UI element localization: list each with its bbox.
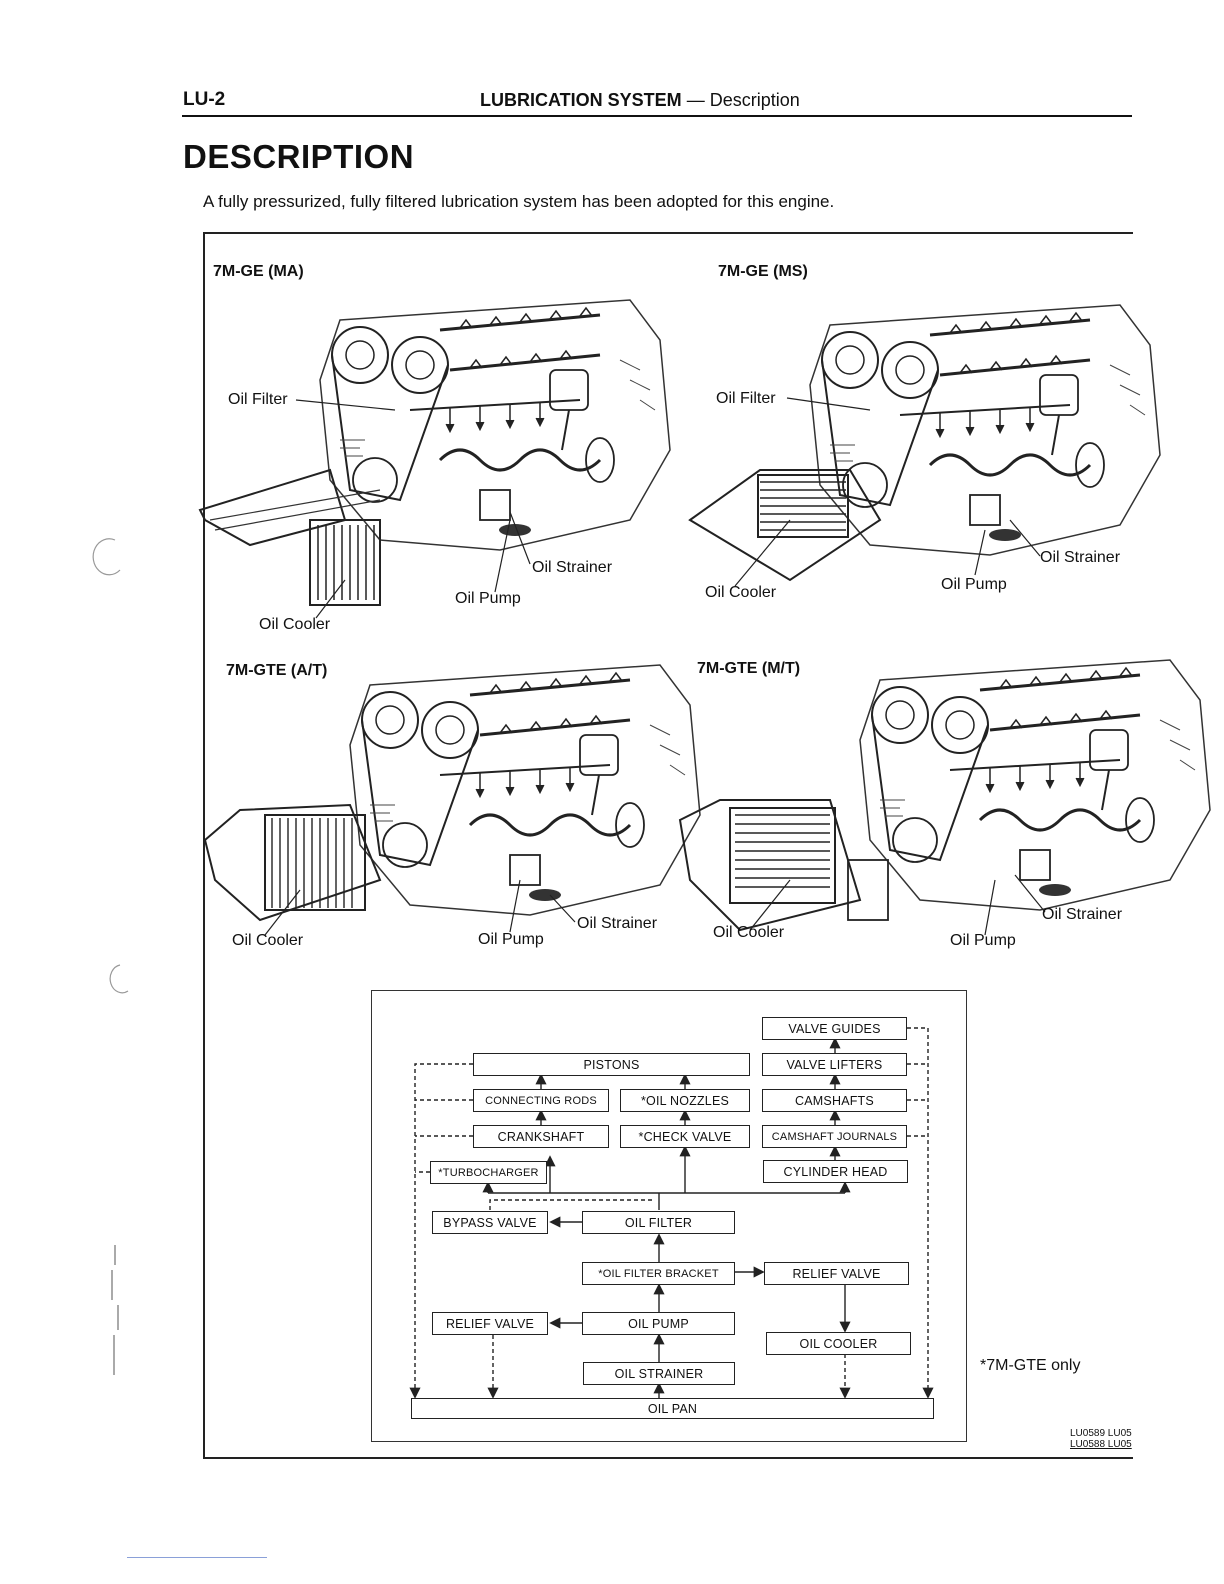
callout-oil-pump: Oil Pump [455,590,521,607]
flow-check-valve: *CHECK VALVE [620,1125,750,1148]
panel-title-7m-gte-mt: 7M-GTE (M/T) [697,660,801,677]
callout-oil-cooler: Oil Cooler [713,924,785,941]
flow-oil-cooler: OIL COOLER [766,1332,911,1355]
callout-oil-strainer: Oil Strainer [1042,906,1123,923]
panel-title-7m-ge-ma: 7M-GE (MA) [213,263,304,280]
section-name: LUBRICATION SYSTEM [480,90,682,110]
flow-bypass-valve: BYPASS VALVE [432,1211,548,1234]
page-title: DESCRIPTION [183,138,415,175]
flow-oil-pan: OIL PAN [411,1398,934,1419]
flow-oil-strainer: OIL STRAINER [583,1362,735,1385]
callout-oil-pump: Oil Pump [941,576,1007,593]
flow-oil-pump: OIL PUMP [582,1312,735,1335]
running-header: LUBRICATION SYSTEM — Description [480,90,800,111]
flow-camshaft-journals: CAMSHAFT JOURNALS [762,1125,907,1148]
callout-oil-cooler: Oil Cooler [232,932,304,949]
binding-hole-mark [109,964,129,994]
figure-codes: LU0589 LU05 LU0588 LU05 [1070,1428,1132,1450]
callout-oil-pump: Oil Pump [950,932,1016,949]
footnote: *7M-GTE only [980,1357,1081,1374]
subsection-name: Description [709,90,800,110]
flow-pistons: PISTONS [473,1053,750,1076]
figure-frame [203,232,1133,1459]
flow-camshafts: CAMSHAFTS [762,1089,907,1112]
panel-title-7m-gte-at: 7M-GTE (A/T) [226,662,328,679]
header-rule [182,115,1132,117]
flow-relief-valve-right: RELIEF VALVE [764,1262,909,1285]
intro-text: A fully pressurized, fully filtered lubr… [203,192,835,211]
flow-valve-lifters: VALVE LIFTERS [762,1053,907,1076]
flow-relief-valve-left: RELIEF VALVE [432,1312,548,1335]
binding-hole-mark [92,538,121,576]
callout-oil-cooler: Oil Cooler [705,584,777,601]
scan-edge-mark [111,1245,119,1375]
header-separator: — [686,90,705,110]
callout-oil-strainer: Oil Strainer [577,915,658,932]
flow-oil-filter-bracket: *OIL FILTER BRACKET [582,1262,735,1285]
callout-oil-filter: Oil Filter [228,391,288,408]
callout-oil-pump: Oil Pump [478,931,544,948]
flow-connecting-rods: CONNECTING RODS [473,1089,609,1112]
flow-oil-nozzles: *OIL NOZZLES [620,1089,750,1112]
lubrication-flow-diagram [371,990,967,1442]
callout-oil-filter: Oil Filter [716,390,776,407]
callout-oil-cooler: Oil Cooler [259,616,331,633]
flow-turbocharger: *TURBOCHARGER [430,1161,547,1184]
callout-oil-strainer: Oil Strainer [532,559,613,576]
flow-valve-guides: VALVE GUIDES [762,1017,907,1040]
flow-crankshaft: CRANKSHAFT [473,1125,609,1148]
panel-title-7m-ge-ms: 7M-GE (MS) [718,263,808,280]
flow-cylinder-head: CYLINDER HEAD [763,1160,908,1183]
page-id: LU-2 [183,89,226,110]
flow-oil-filter: OIL FILTER [582,1211,735,1234]
callout-oil-strainer: Oil Strainer [1040,549,1121,566]
figure-code: LU0589 LU05 [1070,1428,1132,1439]
footer-rule [127,1557,267,1558]
figure-code: LU0588 LU05 [1070,1439,1132,1450]
